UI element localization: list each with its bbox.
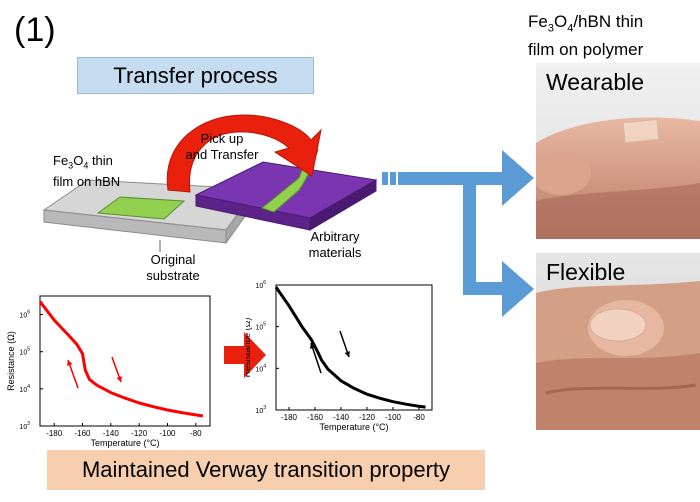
blue-arrow-dash [382,172,388,185]
x-tick-label: -160 [74,429,91,438]
sweep-arrowhead [67,360,73,366]
y-tick-label: 105 [19,347,30,357]
y-tick-label: 103 [255,405,266,415]
x-tick-label: -160 [307,413,324,422]
x-axis-label: Temperature (°C) [90,438,159,448]
sweep-arrowhead [309,343,316,349]
y-tick-label: 104 [255,363,266,373]
transfer-process-title: Transfer process [77,57,314,94]
blue-arrows [382,150,534,317]
resistance-curve [38,300,204,418]
x-tick-label: -100 [385,413,402,422]
resistance-chart-transferred: -180 -160 -140 -120 -100 -80 103 104 105 106Tempe… [246,280,433,432]
resistance-chart-original: -180 -160 -140 -120 -100 -80 103 104 105 106Tempe… [6,295,211,448]
red-block-arrow [224,332,266,378]
y-tick-label: 105 [255,322,266,332]
plot-frame [39,295,211,427]
x-tick-label: -120 [131,429,148,438]
x-tick-label: -120 [359,413,376,422]
x-axis-label: Temperature (°C) [319,422,388,432]
y-axis-label: Resistance (Ω) [246,318,252,378]
wearable-photo: Wearable [536,63,700,239]
resistance-curve [274,286,426,409]
flexible-photo-illustration [536,253,700,430]
x-tick-label: -100 [159,429,176,438]
blue-arrow-upper [398,150,534,317]
sweep-arrowhead [344,351,350,357]
film-on-polymer-title: Fe3O4/hBN thin film on polymer [528,12,644,60]
x-tick-label: -180 [281,413,298,422]
hbn-film-original [96,196,186,220]
y-axis-label: Resistance (Ω) [6,331,16,391]
wearable-label: Wearable [546,69,645,95]
transfer-arrow [166,114,322,193]
arbitrary-material-side [309,179,377,231]
panel-label: (1) [14,11,56,49]
x-tick-label: -140 [103,429,120,438]
plot-frame [275,284,433,411]
flexible-film [589,308,647,342]
sweep-direction-arrow [310,342,322,374]
y-tick-label: 106 [255,280,266,290]
flexible-label: Flexible [546,259,626,285]
x-tick-label: -80 [413,413,425,422]
thin-film-patch [622,118,660,144]
y-tick-label: 106 [19,310,30,320]
y-tick-label: 104 [19,384,30,394]
sweep-arrowhead [116,376,122,382]
finger-photo-illustration [536,63,700,239]
blue-arrow-dash [390,172,396,185]
flexible-photo: Flexible [536,253,700,430]
y-tick-label: 103 [19,421,30,431]
x-tick-label: -140 [333,413,350,422]
film-on-hbn-label: Fe3O4 thin film on hBN [53,153,121,189]
x-tick-label: -80 [190,429,202,438]
x-tick-label: -180 [46,429,63,438]
verway-transition-title: Maintained Verway transition property [47,450,485,490]
